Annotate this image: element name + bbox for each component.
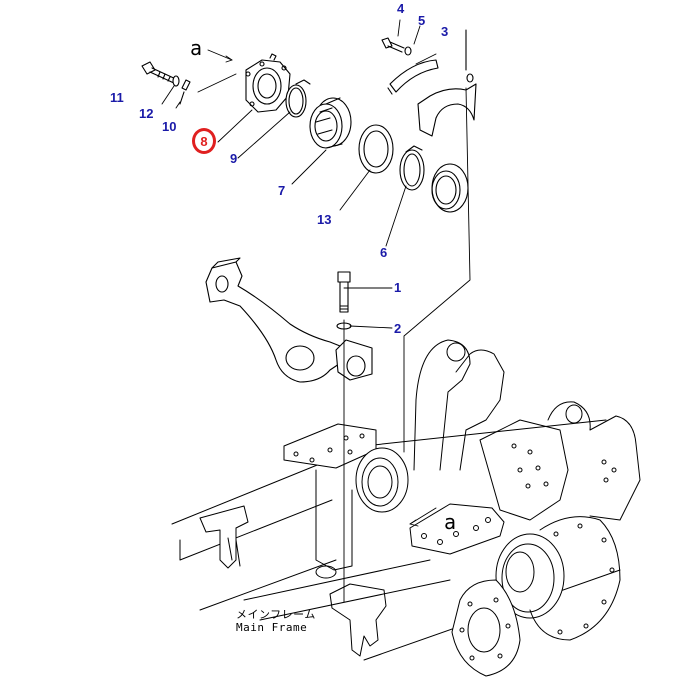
part-13-shim xyxy=(358,124,394,174)
callout-12: 12 xyxy=(139,106,154,121)
callout-2: 2 xyxy=(394,321,402,336)
main-frame-label-japanese: メインフレーム xyxy=(236,608,316,621)
part-8-bearing-cap xyxy=(245,53,292,113)
callout-13: 13 xyxy=(317,212,332,227)
part-5-washer xyxy=(404,46,412,56)
part-10-pin xyxy=(179,79,191,105)
callout-4: 4 xyxy=(397,1,405,16)
equalizer-bar xyxy=(205,257,373,383)
part-11-bolt xyxy=(141,61,179,85)
reference-letter-a-lower: a xyxy=(444,510,457,534)
main-frame-label-english: Main Frame xyxy=(236,621,308,634)
saddle-bracket xyxy=(417,29,477,137)
main-frame-label: メインフレーム Main Frame xyxy=(236,608,316,634)
leader-lines xyxy=(161,19,471,603)
callout-1: 1 xyxy=(394,280,402,295)
callout-6: 6 xyxy=(380,245,388,260)
part-3-cap xyxy=(387,59,439,95)
part-9-band xyxy=(285,79,311,118)
callout-5: 5 xyxy=(418,13,426,28)
part-12-washer xyxy=(172,75,180,87)
part-6-band xyxy=(399,145,425,191)
callout-8-highlighted[interactable]: 8 xyxy=(192,128,216,154)
callout-9: 9 xyxy=(230,151,238,166)
part-1-pin xyxy=(337,271,351,313)
main-frame xyxy=(171,339,641,677)
callout-7: 7 xyxy=(278,183,286,198)
reference-letter-a-upper: a xyxy=(190,36,203,60)
seal-ring xyxy=(431,163,469,213)
part-4-bolt xyxy=(381,37,405,53)
part-7-bearing xyxy=(309,97,352,149)
callout-11: 11 xyxy=(110,90,124,105)
callout-3: 3 xyxy=(441,24,449,39)
callout-10: 10 xyxy=(162,119,177,134)
